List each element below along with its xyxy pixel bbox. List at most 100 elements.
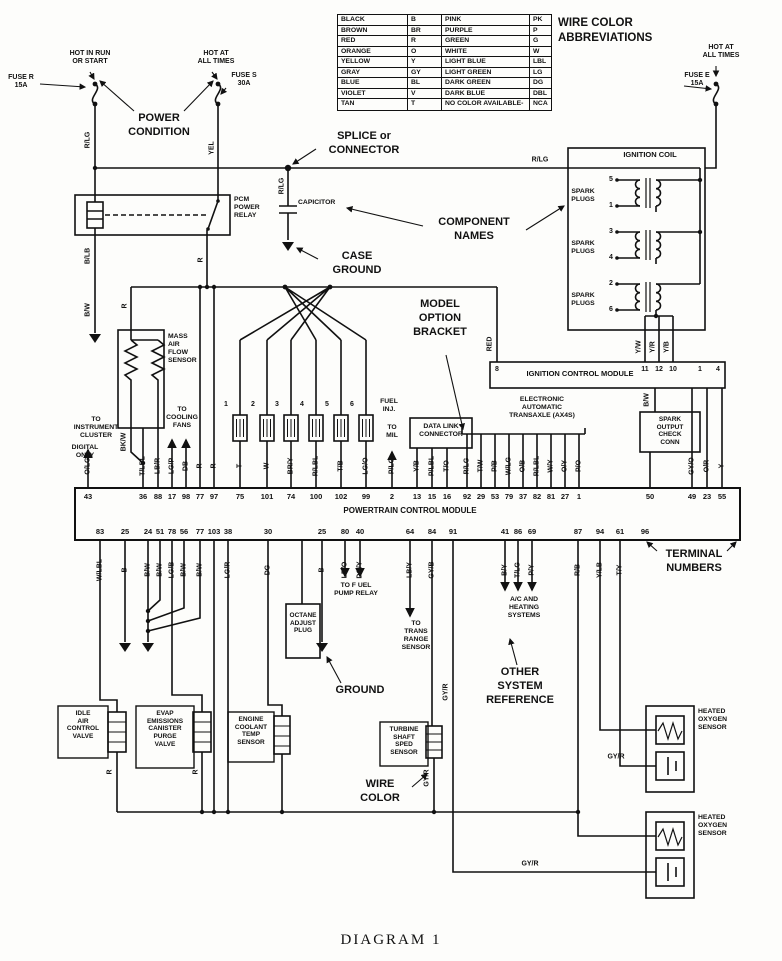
wire-color-label: W/LG <box>505 456 513 476</box>
wire-color-label: T/LG <box>514 562 522 578</box>
abbrev-cell: GRAY <box>338 67 408 79</box>
abbrev-cell: G <box>530 36 551 47</box>
terminal-number: 103 <box>207 527 221 536</box>
to-instrument-cluster-label: TO INSTRUMENT CLUSTER <box>73 416 119 440</box>
wire-color-label: P/LBL <box>428 455 436 477</box>
abbrev-cell: BL <box>408 78 442 89</box>
capacitor-label: CAPICITOR <box>298 199 336 206</box>
terminal-number: 30 <box>263 527 273 536</box>
abbrev-cell: DBL <box>530 89 551 100</box>
abbrev-cell: BR <box>408 25 442 37</box>
abbrev-cell: Y <box>408 57 442 68</box>
wire-color-label: P/O <box>575 459 583 473</box>
wire-color-label: Y/R <box>649 341 657 353</box>
electronic-automatic-transaxle-label: ELECTRONIC AUTOMATIC TRANSAXLE (AX4S) <box>509 396 575 420</box>
wire-color-label: B/LB <box>84 247 92 265</box>
terminal-number: 79 <box>504 492 514 501</box>
wire-color-label: Y/B <box>663 341 671 353</box>
terminal-number: 87 <box>573 527 583 536</box>
terminal-number: 74 <box>286 492 296 501</box>
terminal-number: 100 <box>309 492 323 501</box>
wire-color-label: R/LG <box>84 131 92 149</box>
terminal-number: 49 <box>687 492 697 501</box>
wire-color-label: R <box>106 769 114 775</box>
component-names-callout: COMPONENT NAMES <box>438 216 510 242</box>
abbrev-cell: RED <box>338 36 408 47</box>
wire-color-label: T/O <box>443 460 451 472</box>
wire-color-label: GY/R <box>521 860 539 868</box>
abbrev-cell: GREEN <box>442 36 530 47</box>
wire-color-label: LG/O <box>362 457 370 475</box>
wire-color-label: LB/R <box>154 457 162 475</box>
wire-color-label: Y <box>718 463 726 469</box>
spark-plug-number: 2 <box>609 280 613 287</box>
abbrev-cell: LBL <box>530 57 551 68</box>
terminal-number: 16 <box>442 492 452 501</box>
terminal-number: 2 <box>389 492 395 501</box>
terminal-number: 78 <box>167 527 177 536</box>
abbrev-cell: BROWN <box>338 25 408 37</box>
diagram-caption: DIAGRAM 1 <box>340 932 442 948</box>
wire-color-label: LG/P <box>168 457 176 475</box>
wire-color-label: O/Y <box>561 459 569 473</box>
power-condition-callout: POWER CONDITION <box>128 112 190 138</box>
terminal-number: 77 <box>195 492 205 501</box>
abbrev-cell: LIGHT GREEN <box>442 67 530 79</box>
splice-callout: SPLICE or CONNECTOR <box>328 130 400 156</box>
terminal-number: 91 <box>448 527 458 536</box>
terminal-number: 94 <box>595 527 605 536</box>
wire-color-label: R/LG <box>278 177 286 195</box>
wire-color-label: B/W <box>84 303 92 317</box>
wire-color-label: LB/O <box>341 561 349 579</box>
wire-color-label: O/R <box>703 459 711 473</box>
wire-color-label: R <box>192 769 200 775</box>
ignition-coil-title: IGNITION COIL <box>623 150 677 159</box>
wire-color-label: B/W <box>156 563 164 577</box>
spark-plug-number: 3 <box>609 228 613 235</box>
case-ground-callout: CASE GROUND <box>332 250 382 276</box>
abbrev-cell: DG <box>530 78 551 89</box>
terminal-number: 41 <box>500 527 510 536</box>
wire-color-label: B/W <box>180 563 188 577</box>
wire-color-label: RED <box>486 336 494 352</box>
powertrain-control-module-title: POWERTRAIN CONTROL MODULE <box>343 506 477 515</box>
turbine-shaft-speed-sensor-label: TURBINE SHAFT SPED SENSOR <box>389 726 419 756</box>
abbrev-cell: R <box>408 36 442 47</box>
terminal-number: 83 <box>95 527 105 536</box>
terminal-number: 102 <box>334 492 348 501</box>
abbrev-cell: PURPLE <box>442 25 530 37</box>
terminal-number: 80 <box>340 527 350 536</box>
wire-color-label: R <box>196 463 204 469</box>
abbrev-cell: LIGHT BLUE <box>442 57 530 68</box>
wire-color-label: Y/LB <box>596 562 604 578</box>
abbrev-cell: DARK BLUE <box>442 88 530 100</box>
wire-color-label: R/B <box>574 563 582 577</box>
wire-color-label: P/LG <box>388 457 396 475</box>
abbrev-cell: NCA <box>533 100 548 108</box>
wire-color-label: B <box>121 567 129 573</box>
abbrev-cell: DARK GREEN <box>442 78 530 89</box>
heated-oxygen-sensor-bottom-label: HEATED OXYGEN SENSOR <box>698 814 728 838</box>
wire-color-label: B/W <box>643 393 651 407</box>
abbrev-cell: GY <box>408 67 442 79</box>
abbrev-cell: W <box>530 47 551 58</box>
abbrev-cell: WHITE <box>442 46 530 58</box>
abbrev-cell: BLUE <box>338 78 408 89</box>
terminal-number: 84 <box>427 527 437 536</box>
wire-color-label: R/LBL <box>312 455 320 477</box>
icm-pin-number: 8 <box>495 366 499 373</box>
terminal-number: 38 <box>223 527 233 536</box>
wire-color-label: R <box>197 257 205 263</box>
wire-color-callout: WIRE COLOR <box>360 778 400 804</box>
injector-number: 4 <box>300 401 304 408</box>
terminal-number: 99 <box>361 492 371 501</box>
terminal-number: 56 <box>179 527 189 536</box>
wire-color-label: W/Y <box>547 459 555 473</box>
data-link-connector-label: DATA LINK CONNECTOR <box>419 423 463 439</box>
wire-color-label: T/B <box>337 460 345 472</box>
terminal-number: 1 <box>576 492 582 501</box>
wire-color-label: LG/R <box>224 561 232 579</box>
injector-number: 6 <box>350 401 354 408</box>
